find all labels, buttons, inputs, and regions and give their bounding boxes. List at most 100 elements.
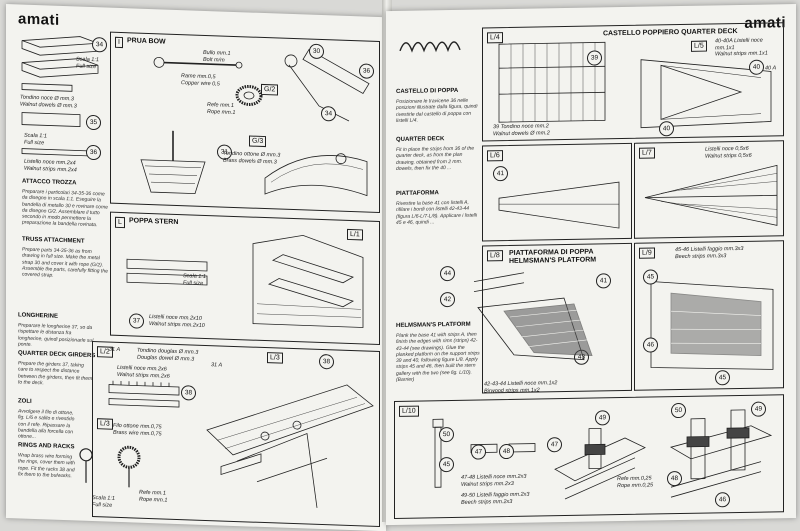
- panel-tag-l8: L/8: [487, 250, 503, 262]
- platform-exploded-drawing: [473, 272, 593, 361]
- l10-strip-b: 49-50 Listelli faggio mm.2x3 Beech strip…: [461, 491, 530, 506]
- label-40a: 40 A: [765, 65, 777, 72]
- douglas-dowel-label: Tondino douglas Ø mm.3 Douglas dowel Ø m…: [137, 347, 199, 363]
- panel-tag-l6: L/6: [487, 150, 503, 162]
- l7-panel: L/7 Listelli noce 0,5x6 Walnut strips 0,…: [634, 140, 784, 239]
- bow-deck-drawing: [264, 153, 368, 197]
- platform-strip-label: 42-43-44 Listelli noce mm.1x2 Birwood st…: [484, 380, 558, 394]
- heading-rings-en: RINGS AND RACKS: [18, 442, 75, 451]
- quarter-deck-panel: L/4 CASTELLO POPPIERO QUARTER DECK 39 39…: [482, 22, 784, 142]
- heading-quarter-en: QUARTER DECK: [396, 136, 445, 143]
- strip-label: Listello noce mm.2x4 Walnut strips mm.2x…: [24, 158, 77, 173]
- part-number-34: 34: [92, 37, 107, 53]
- planking-drawing: [644, 164, 778, 226]
- l6-panel: L/6 41: [482, 142, 632, 242]
- gallery-rail-drawing-2: [669, 409, 773, 498]
- panel-tag-l3: L/3: [97, 418, 113, 430]
- para-girders-en: Prepare the girders 37, taking care to r…: [18, 360, 93, 387]
- base-41-drawing: [498, 181, 620, 229]
- heading-quarter-it: CASTELLO DI POPPA: [396, 87, 459, 95]
- panel-tag-l1: L/1: [347, 228, 363, 241]
- part-number-40b: 40: [659, 121, 674, 137]
- rope-025-label: Refe mm.0,25 Rope mm.0,25: [617, 475, 654, 489]
- girder-drawing: [126, 258, 208, 286]
- copper-label: Rame mm.0,5 Copper wire 0,5: [181, 73, 220, 87]
- part-number-30: 30: [309, 43, 324, 60]
- dowel-label: Tondino noce Ø mm.3 Walnut dowels Ø mm.3: [20, 94, 77, 109]
- bow-title: PRUA BOW: [127, 37, 166, 46]
- para-quarter-en: Fit in place the strips from 36 of the q…: [396, 145, 475, 172]
- panel-tag-g2: G/2: [261, 83, 279, 96]
- para-truss-it: Preparare i particolari 34-35-36 come da…: [22, 188, 108, 229]
- truss-attachment-block: 34 Scala 1:1 Full size Tondino noce Ø mm…: [6, 4, 386, 279]
- rope-ring-drawing: [117, 445, 141, 488]
- stern-title: POPPA STERN: [129, 217, 179, 227]
- panel-31a: 31 A: [109, 346, 121, 353]
- para-rings-it: Avvolgere il filo di ottone, fig. L/6 e …: [18, 408, 75, 441]
- part-number-44: 44: [440, 265, 455, 282]
- panel-tag-l9: L/9: [639, 247, 655, 259]
- part-number-38b: 38: [319, 353, 334, 370]
- part-number-38: 38: [181, 385, 196, 401]
- panel-tag-l: L: [115, 216, 125, 229]
- para-girders-it: Preparare le longherine 37, so da rispet…: [18, 322, 94, 348]
- para-rings-en: Wrap brass wire forming the rings, cover…: [18, 452, 75, 480]
- para-platform-en: Plank the base 41 with strips A, then fi…: [396, 331, 480, 384]
- l9-strip-label: 45-46 Listelli faggio mm.3x3 Beech strip…: [675, 245, 744, 260]
- scale-label-35: Scala 1:1 Full size: [24, 132, 47, 146]
- heading-truss-en: TRUSS ATTACHMENT: [22, 236, 85, 245]
- para-truss-en: Prepare parts 34-35-36 as from drawing i…: [22, 246, 108, 279]
- rope-label-2: Refe mm.1 Rope mm.1: [139, 489, 168, 504]
- part-35-drawing: [21, 112, 81, 127]
- stern-scale: Scala 1:1 Full size: [183, 273, 206, 287]
- panel-tag-l3b: L/3: [267, 352, 283, 364]
- part-number-35: 35: [86, 114, 101, 131]
- l10-panel: L/10 50 45 47 48 47-48 Listelli noce mm.…: [394, 394, 784, 520]
- stern-panel: L POPPA STERN Scala 1:1 Full size 37 Lis…: [110, 211, 380, 346]
- left-page: amati 34 Scala 1:1 Full size Tondino noc…: [6, 4, 386, 531]
- dowel-drawing: [21, 83, 73, 92]
- stern-strip-label: Listelli noce mm.2x10 Walnut strips mm.2…: [149, 313, 205, 329]
- heading-truss-it: ATTACCO TROZZA: [22, 178, 77, 187]
- dowel-39-label: 39 Tondino noce mm.2 Walnut dowels Ø mm.…: [493, 123, 550, 137]
- quarter-deck-frame-drawing: [640, 59, 772, 129]
- scale-label: Scala 1:1 Full size: [76, 56, 99, 70]
- platform-title: PIATTAFORMA DI POPPA HELMSMAN'S PLATFORM: [509, 248, 597, 266]
- heading-girders-it: LONGHERINE: [18, 312, 59, 320]
- truss-drawing: [284, 49, 370, 122]
- dowel-bends-drawing: [399, 41, 461, 53]
- stanchion-drawing: [432, 418, 444, 488]
- bow-hull-drawing: [140, 130, 206, 195]
- panel-tag-l7: L/7: [639, 147, 655, 159]
- rack-drawing: [108, 380, 180, 408]
- walnut-strip-label: Listelli noce mm.2x6 Walnut strips mm.2x…: [117, 364, 170, 380]
- bow-panel: I PRUA BOW Bullo mm.1 Bolt m/m Rame mm.0…: [110, 31, 380, 214]
- panel-tag-l5: L/5: [691, 40, 707, 52]
- l10-strip-a: 47-48 Listelli noce mm.2x3 Walnut strips…: [461, 473, 527, 488]
- brand-logo-left: amati: [18, 10, 60, 29]
- l7-strip-label: Listelli noce 0,5x6 Walnut strips 0,5x6: [705, 145, 752, 160]
- para-quarter-it: Posizionare le travicene 36 nelle posizi…: [396, 97, 478, 124]
- part-number-36b: 36: [359, 63, 374, 79]
- heading-platform-it: PIATTAFORMA: [396, 190, 439, 197]
- stern-gallery-drawing: [650, 281, 774, 370]
- quarter-deck-plan-drawing: [498, 41, 606, 123]
- girders-block: LONGHERINE Preparare le longherine 37, s…: [6, 4, 386, 508]
- quarter-deck-assembly-drawing: [206, 384, 374, 508]
- heading-girders-en: QUARTER DECK GIRDERS: [18, 350, 96, 360]
- part-number-36: 36: [86, 144, 101, 161]
- quarter-deck-title: CASTELLO POPPIERO QUARTER DECK: [603, 28, 738, 38]
- part-number-42: 42: [440, 291, 455, 308]
- panel-tag-l10: L/10: [399, 405, 419, 417]
- part-31a-label: 31 A: [211, 362, 223, 369]
- part-number-34b: 34: [321, 106, 336, 122]
- stern-drawing: [252, 234, 364, 328]
- heading-platform-en: HELMSMAN'S PLATFORM: [396, 321, 471, 329]
- part-number-45b: 45: [715, 370, 730, 386]
- ring-eye-drawing: [79, 448, 93, 483]
- ring-drawing: [235, 84, 263, 106]
- part-number-37: 37: [129, 313, 144, 329]
- bolt-label: Bullo mm.1 Bolt m/m: [203, 49, 231, 64]
- panel-tag-i: I: [115, 36, 123, 49]
- bolt-drawing: [153, 56, 243, 69]
